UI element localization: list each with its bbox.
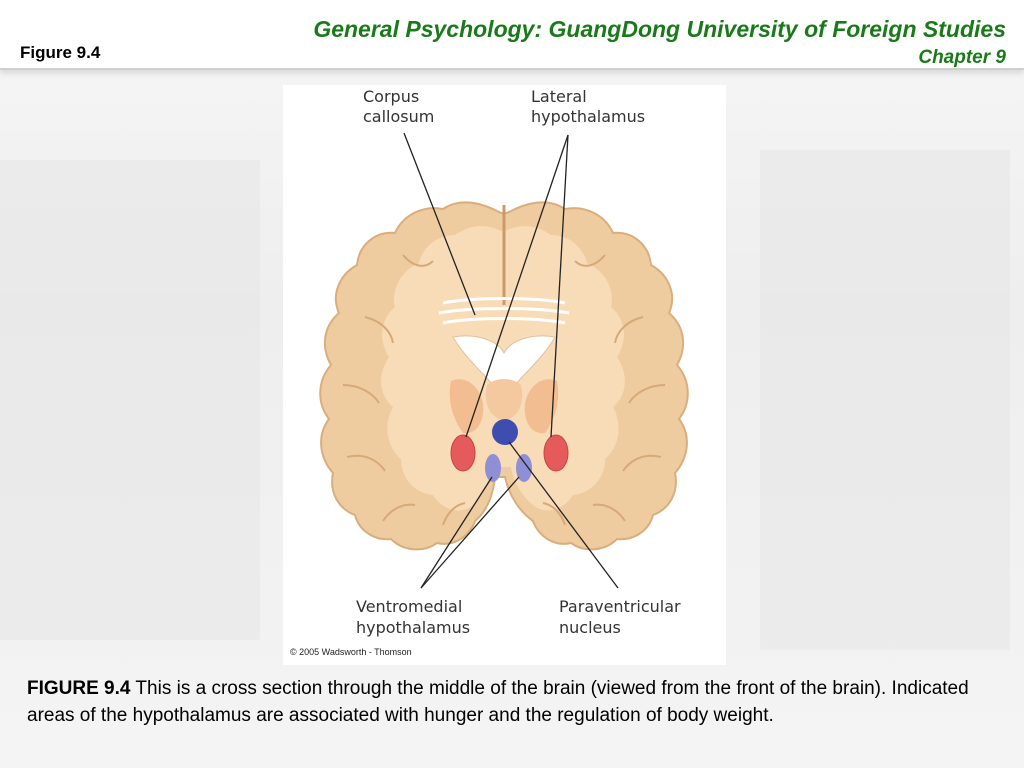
ventromedial-hypothalamus-right [516, 454, 532, 482]
corpus-callosum [438, 297, 570, 325]
label-lateral-line2: hypothalamus [531, 107, 645, 126]
brain-figure: Corpus callosum Lateral hypothalamus Ven… [283, 85, 726, 665]
label-lateral-line1: Lateral [531, 87, 587, 106]
label-paraventricular-line2: nucleus [559, 618, 621, 637]
label-corpus-callosum-line2: callosum [363, 107, 434, 126]
thalamus-region [485, 379, 523, 421]
cortical-folds [342, 254, 666, 526]
deep-nuclei-left [449, 379, 484, 434]
label-paraventricular-line1: Paraventricular [559, 597, 681, 616]
deep-nuclei-right [524, 379, 559, 434]
copyright-notice: © 2005 Wadsworth - Thomson [290, 647, 412, 657]
label-corpus-callosum-line1: Corpus [363, 87, 419, 106]
figure-label: Figure 9.4 [20, 43, 101, 62]
brain-cross-section-diagram: Corpus callosum Lateral hypothalamus Ven… [290, 87, 689, 657]
chapter-label: Chapter 9 [918, 47, 1006, 68]
label-ventromedial-line1: Ventromedial [356, 597, 462, 616]
label-ventromedial-line2: hypothalamus [356, 618, 470, 637]
background-shape [0, 160, 260, 640]
caption-figure-number: FIGURE 9.4 [27, 678, 131, 699]
background-shape [760, 150, 1010, 650]
lateral-hypothalamus-left [450, 434, 476, 472]
ventromedial-hypothalamus-left [485, 454, 501, 482]
figure-caption: FIGURE 9.4 This is a cross section throu… [27, 675, 1002, 729]
course-title: General Psychology: GuangDong University… [313, 16, 1006, 42]
slide-header: Figure 9.4 General Psychology: GuangDong… [0, 0, 1024, 70]
caption-text: This is a cross section through the midd… [27, 678, 969, 726]
paraventricular-nucleus [492, 419, 518, 445]
lateral-hypothalamus-right [543, 434, 569, 472]
leader-lines [403, 132, 619, 589]
